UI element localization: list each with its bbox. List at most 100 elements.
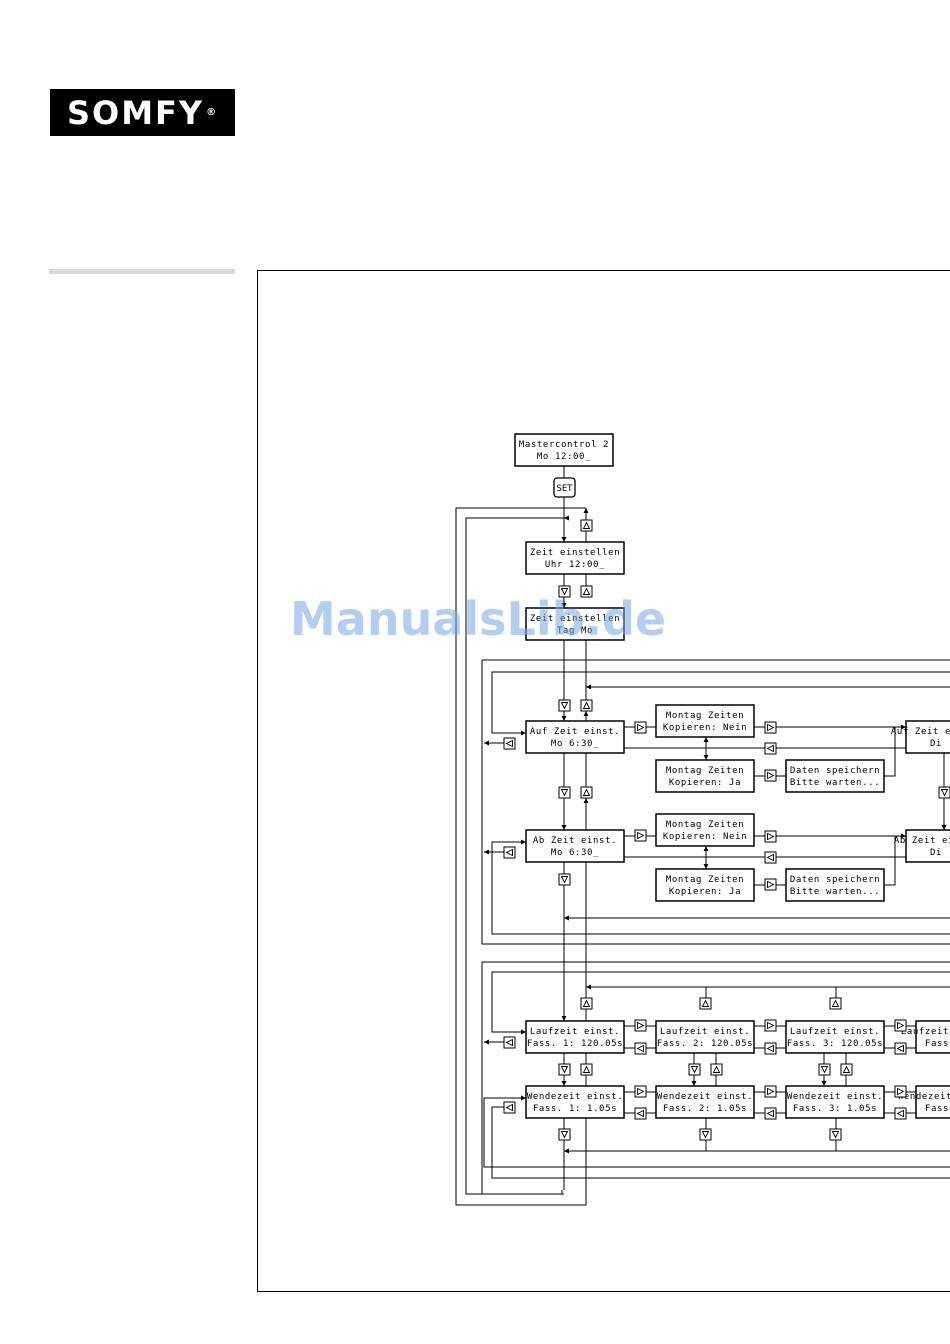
- arrowhead-22: [561, 1081, 567, 1086]
- down-triangle-key-icon[interactable]: [699, 1128, 712, 1141]
- screen-line-1: Zeit einstellen: [530, 548, 620, 558]
- set-key[interactable]: SET: [553, 477, 576, 498]
- right-triangle-key-icon[interactable]: [634, 1019, 647, 1032]
- arrowhead-25: [941, 825, 947, 830]
- connector-102: [465, 517, 564, 1195]
- up-triangle-key-icon[interactable]: [580, 585, 593, 598]
- left-triangle-key-icon[interactable]: [764, 1107, 777, 1120]
- up-triangle-key-icon[interactable]: [580, 699, 593, 712]
- arrowhead-13: [703, 755, 709, 760]
- arrowhead-21: [561, 1016, 567, 1021]
- up-triangle-key-icon[interactable]: [829, 997, 842, 1010]
- left-triangle-key-icon[interactable]: [634, 1042, 647, 1055]
- screen-line-2: Mo 12:00_: [537, 452, 591, 462]
- down-triangle-key-icon[interactable]: [938, 786, 950, 799]
- arrowhead-4: [484, 740, 489, 746]
- up-triangle-key-icon[interactable]: [580, 1063, 593, 1076]
- arrowhead-20: [564, 1148, 569, 1154]
- lcd-screen-s8: Ab Zeit einst.Mo 6:30_: [525, 829, 625, 863]
- down-triangle-key-icon[interactable]: [558, 699, 571, 712]
- right-triangle-key-icon[interactable]: [634, 721, 647, 734]
- right-triangle-key-icon[interactable]: [764, 721, 777, 734]
- screen-line-1: Wendezeit einst.: [787, 1092, 883, 1102]
- left-triangle-key-icon[interactable]: [503, 846, 516, 859]
- connector-100: [455, 507, 587, 1206]
- up-triangle-key-icon[interactable]: [699, 997, 712, 1010]
- lcd-screen-s13: Laufzeit einst.Fass. 1: 120.05s: [525, 1020, 625, 1054]
- lcd-screen-s14: Laufzeit einst.Fass. 2: 120.05s: [655, 1020, 755, 1054]
- down-triangle-key-icon[interactable]: [558, 1128, 571, 1141]
- up-triangle-key-icon[interactable]: [580, 786, 593, 799]
- down-triangle-key-icon[interactable]: [558, 873, 571, 886]
- connector-49: [481, 962, 563, 1195]
- screen-line-1: Laufzeit einst.: [660, 1027, 750, 1037]
- connector-43: [491, 671, 950, 734]
- key-icons: SET: [503, 477, 950, 1141]
- left-triangle-key-icon[interactable]: [764, 851, 777, 864]
- arrowhead-11: [484, 1039, 489, 1045]
- screen-line-1: Wendezeit einst.: [898, 1092, 950, 1102]
- right-triangle-key-icon[interactable]: [764, 1019, 777, 1032]
- down-triangle-key-icon[interactable]: [558, 1063, 571, 1076]
- screen-line-2: Kopieren: Nein: [663, 832, 747, 842]
- left-triangle-key-icon[interactable]: [894, 1107, 907, 1120]
- lcd-screen-s0: Mastercontrol 2Mo 12:00_: [514, 433, 614, 467]
- screen-line-2: Fass. 4: [925, 1039, 950, 1049]
- connector-91: [491, 1106, 950, 1179]
- arrowhead-29: [564, 515, 569, 521]
- arrowhead-10: [521, 1029, 526, 1035]
- right-triangle-key-icon[interactable]: [894, 1085, 907, 1098]
- up-triangle-key-icon[interactable]: [580, 997, 593, 1010]
- left-triangle-key-icon[interactable]: [503, 737, 516, 750]
- lcd-screen-s20: Wendezeit einst. Fass. 4: [898, 1085, 950, 1119]
- registered-mark: ®: [206, 107, 219, 118]
- screen-line-1: Wendezeit einst.: [657, 1092, 753, 1102]
- screen-line-2: Fass. 3: 1.05s: [793, 1104, 877, 1114]
- up-triangle-key-icon[interactable]: [710, 1063, 723, 1076]
- down-triangle-key-icon[interactable]: [688, 1063, 701, 1076]
- right-triangle-key-icon[interactable]: [764, 878, 777, 891]
- lcd-screen-s12: Ab Zeit einst.Di: [894, 829, 950, 863]
- lcd-screen-s7: Auf Zeit einst.Di: [891, 720, 950, 754]
- screen-line-1: Montag Zeiten: [666, 766, 744, 776]
- screen-line-1: Laufzeit einst.: [530, 1027, 620, 1037]
- right-triangle-key-icon[interactable]: [634, 829, 647, 842]
- down-triangle-key-icon[interactable]: [818, 1063, 831, 1076]
- watermark: ManualsLib.de: [290, 592, 667, 646]
- screen-line-2: Di: [930, 739, 942, 749]
- right-triangle-key-icon[interactable]: [634, 1085, 647, 1098]
- set-key-label: SET: [557, 484, 574, 494]
- down-triangle-key-icon[interactable]: [558, 585, 571, 598]
- left-triangle-key-icon[interactable]: [764, 1042, 777, 1055]
- left-triangle-key-icon[interactable]: [634, 1107, 647, 1120]
- left-triangle-key-icon[interactable]: [764, 742, 777, 755]
- arrowhead-27: [561, 603, 567, 608]
- left-triangle-key-icon[interactable]: [894, 1042, 907, 1055]
- right-triangle-key-icon[interactable]: [764, 1085, 777, 1098]
- screen-line-2: Kopieren: Nein: [663, 723, 747, 733]
- screen-line-1: Laufzeit einst.: [901, 1027, 950, 1037]
- right-triangle-key-icon[interactable]: [764, 830, 777, 843]
- right-triangle-key-icon[interactable]: [894, 1019, 907, 1032]
- screen-line-1: Laufzeit einst.: [790, 1027, 880, 1037]
- arrowhead-14: [703, 737, 709, 742]
- screen-line-2: Bitte warten...: [790, 887, 880, 897]
- left-triangle-key-icon[interactable]: [503, 1036, 516, 1049]
- arrowhead-7: [564, 915, 569, 921]
- up-triangle-key-icon[interactable]: [580, 519, 593, 532]
- down-triangle-key-icon[interactable]: [829, 1128, 842, 1141]
- screen-line-2: Fass. 4: [925, 1104, 950, 1114]
- lcd-screen-s19: Wendezeit einst. Fass. 3: 1.05s: [785, 1085, 885, 1119]
- left-triangle-key-icon[interactable]: [503, 1101, 516, 1114]
- up-triangle-key-icon[interactable]: [840, 1063, 853, 1076]
- right-triangle-key-icon[interactable]: [764, 769, 777, 782]
- down-triangle-key-icon[interactable]: [558, 786, 571, 799]
- arrowhead-12: [586, 984, 591, 990]
- screen-line-1: Montag Zeiten: [666, 875, 744, 885]
